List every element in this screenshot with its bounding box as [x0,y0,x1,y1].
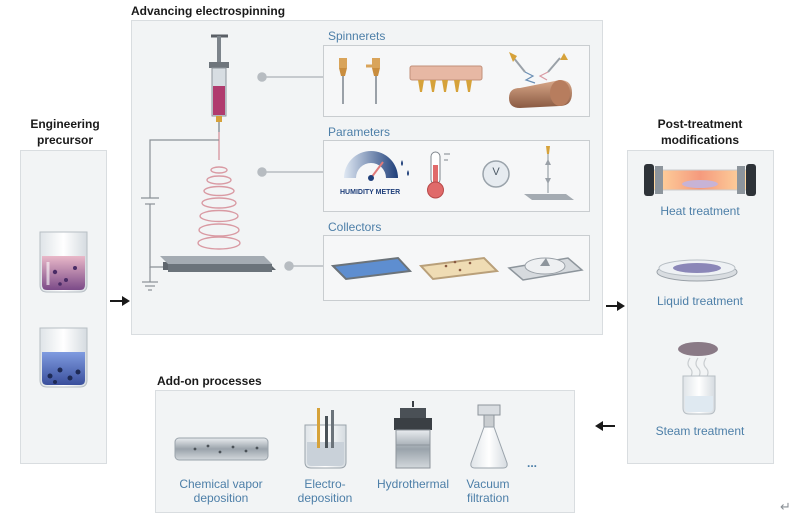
multi-needle-icon [409,65,483,92]
thermometer-icon [427,151,450,199]
cvd-label-line1: Chemical vapor [179,477,263,491]
more-ellipsis: ... [527,456,538,470]
heat-tube-furnace-icon [644,164,756,196]
advancing-electrospinning-title: Advancing electrospinning [131,4,286,18]
vacuum-filtration-icon [470,404,508,469]
patterned-collector-icon [418,256,500,281]
syringe-icon [209,34,229,132]
voltage-symbol: V [492,166,500,178]
coaxial-needle-icon [366,58,380,104]
hydrothermal-label: Hydrothermal [376,477,450,491]
humidity-meter-icon [344,151,409,181]
humidity-meter-label: HUMIDITY METER [340,189,401,196]
fiber-jet-icon [197,132,241,250]
electrodeposition-cell-icon [304,408,347,469]
cvd-label-line2: deposition [193,491,249,505]
arrow-to-post-treatment [606,301,625,311]
vacuum-filtration-label-line2: filtration [466,491,510,505]
heat-treatment-label: Heat treatment [660,204,740,218]
add-on-processes-title: Add-on processes [157,374,262,388]
connector-lines [257,72,323,271]
return-symbol: ↵ [780,500,791,515]
petri-dish-icon [656,259,738,282]
steam-beaker-icon [678,342,718,415]
liquid-treatment-label: Liquid treatment [656,294,744,308]
post-treatment-title: Post-treatment modifications [657,117,743,147]
precursor-panel [20,150,107,464]
electrodeposition-label-line2: deposition [297,491,353,505]
flat-collector-icon [330,256,413,281]
beaker-pink-icon [39,231,88,293]
engineering-precursor-title: Engineering precursor [30,117,100,147]
distance-indicator-icon [524,146,574,200]
hydrothermal-autoclave-icon [394,401,432,469]
electrodeposition-label-line1: Electro- [304,477,346,491]
arrow-to-add-on [595,421,615,431]
electrodeposition-label: Electro-deposition [285,477,365,505]
needle-icon [339,58,347,104]
power-circuit-icon [141,139,219,291]
voltmeter-icon [482,160,510,188]
rotating-drum-icon [509,52,572,108]
dish-collector-icon [507,257,584,281]
collectors-label: Collectors [328,220,382,234]
parameters-label: Parameters [328,125,391,139]
beaker-blue-icon [39,327,88,388]
collector-plate-icon [160,256,276,272]
steam-treatment-label: Steam treatment [655,424,745,438]
cvd-tube-icon [174,437,269,461]
arrow-to-electrospinning [110,296,130,306]
vacuum-filtration-label-line1: Vacuum [466,477,510,491]
spinnerets-label: Spinnerets [328,29,386,43]
